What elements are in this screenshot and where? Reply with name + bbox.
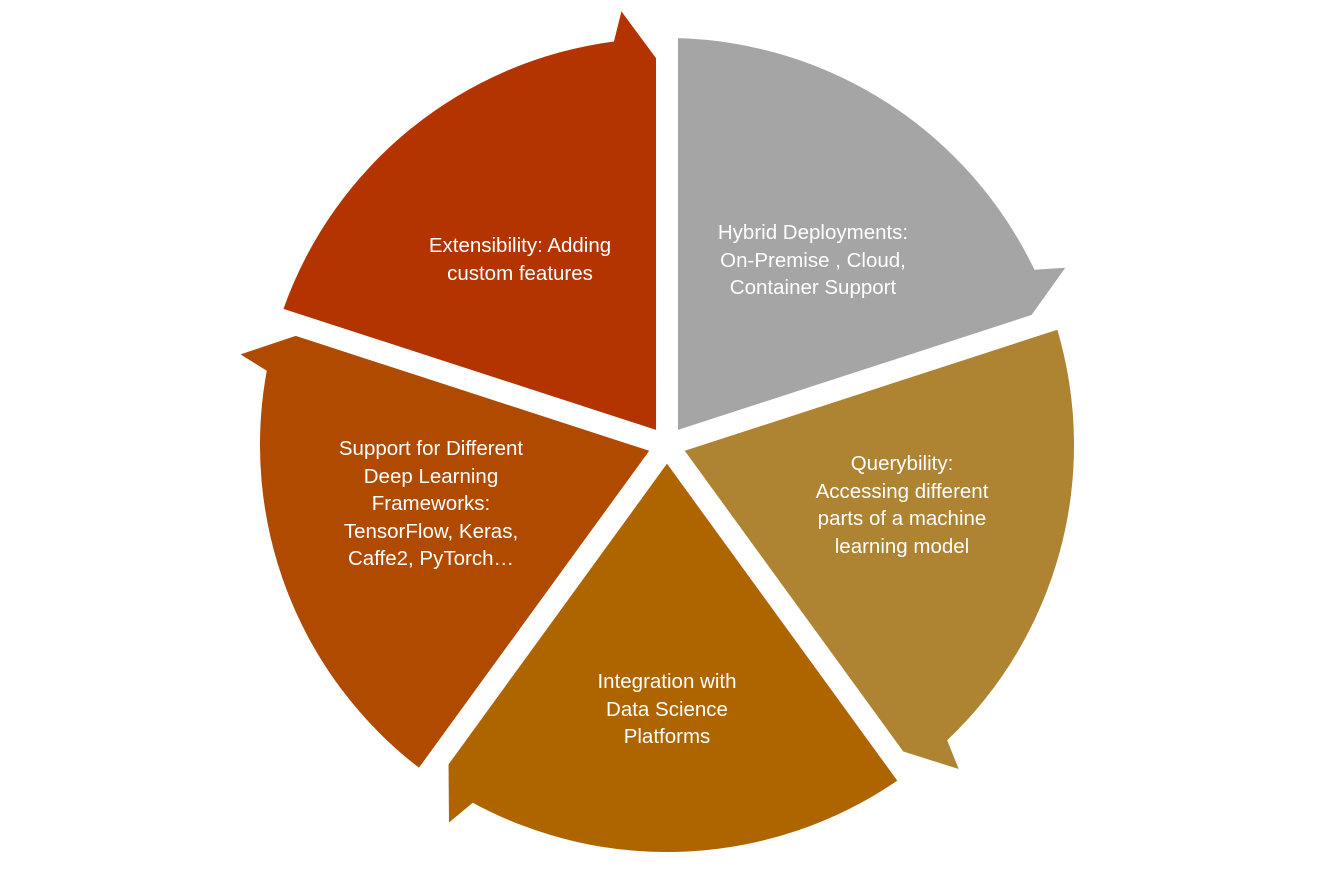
label-frameworks: Support for Different Deep Learning Fram…	[338, 437, 524, 570]
label-extensibility: Extensibility: Adding custom features	[428, 234, 612, 285]
label-hybrid-deployments: Hybrid Deployments: On-Premise , Cloud, …	[717, 221, 909, 299]
label-querybility: Querybility: Accessing different parts o…	[815, 452, 989, 558]
label-integration: Integration with Data Science Platforms	[597, 670, 737, 748]
